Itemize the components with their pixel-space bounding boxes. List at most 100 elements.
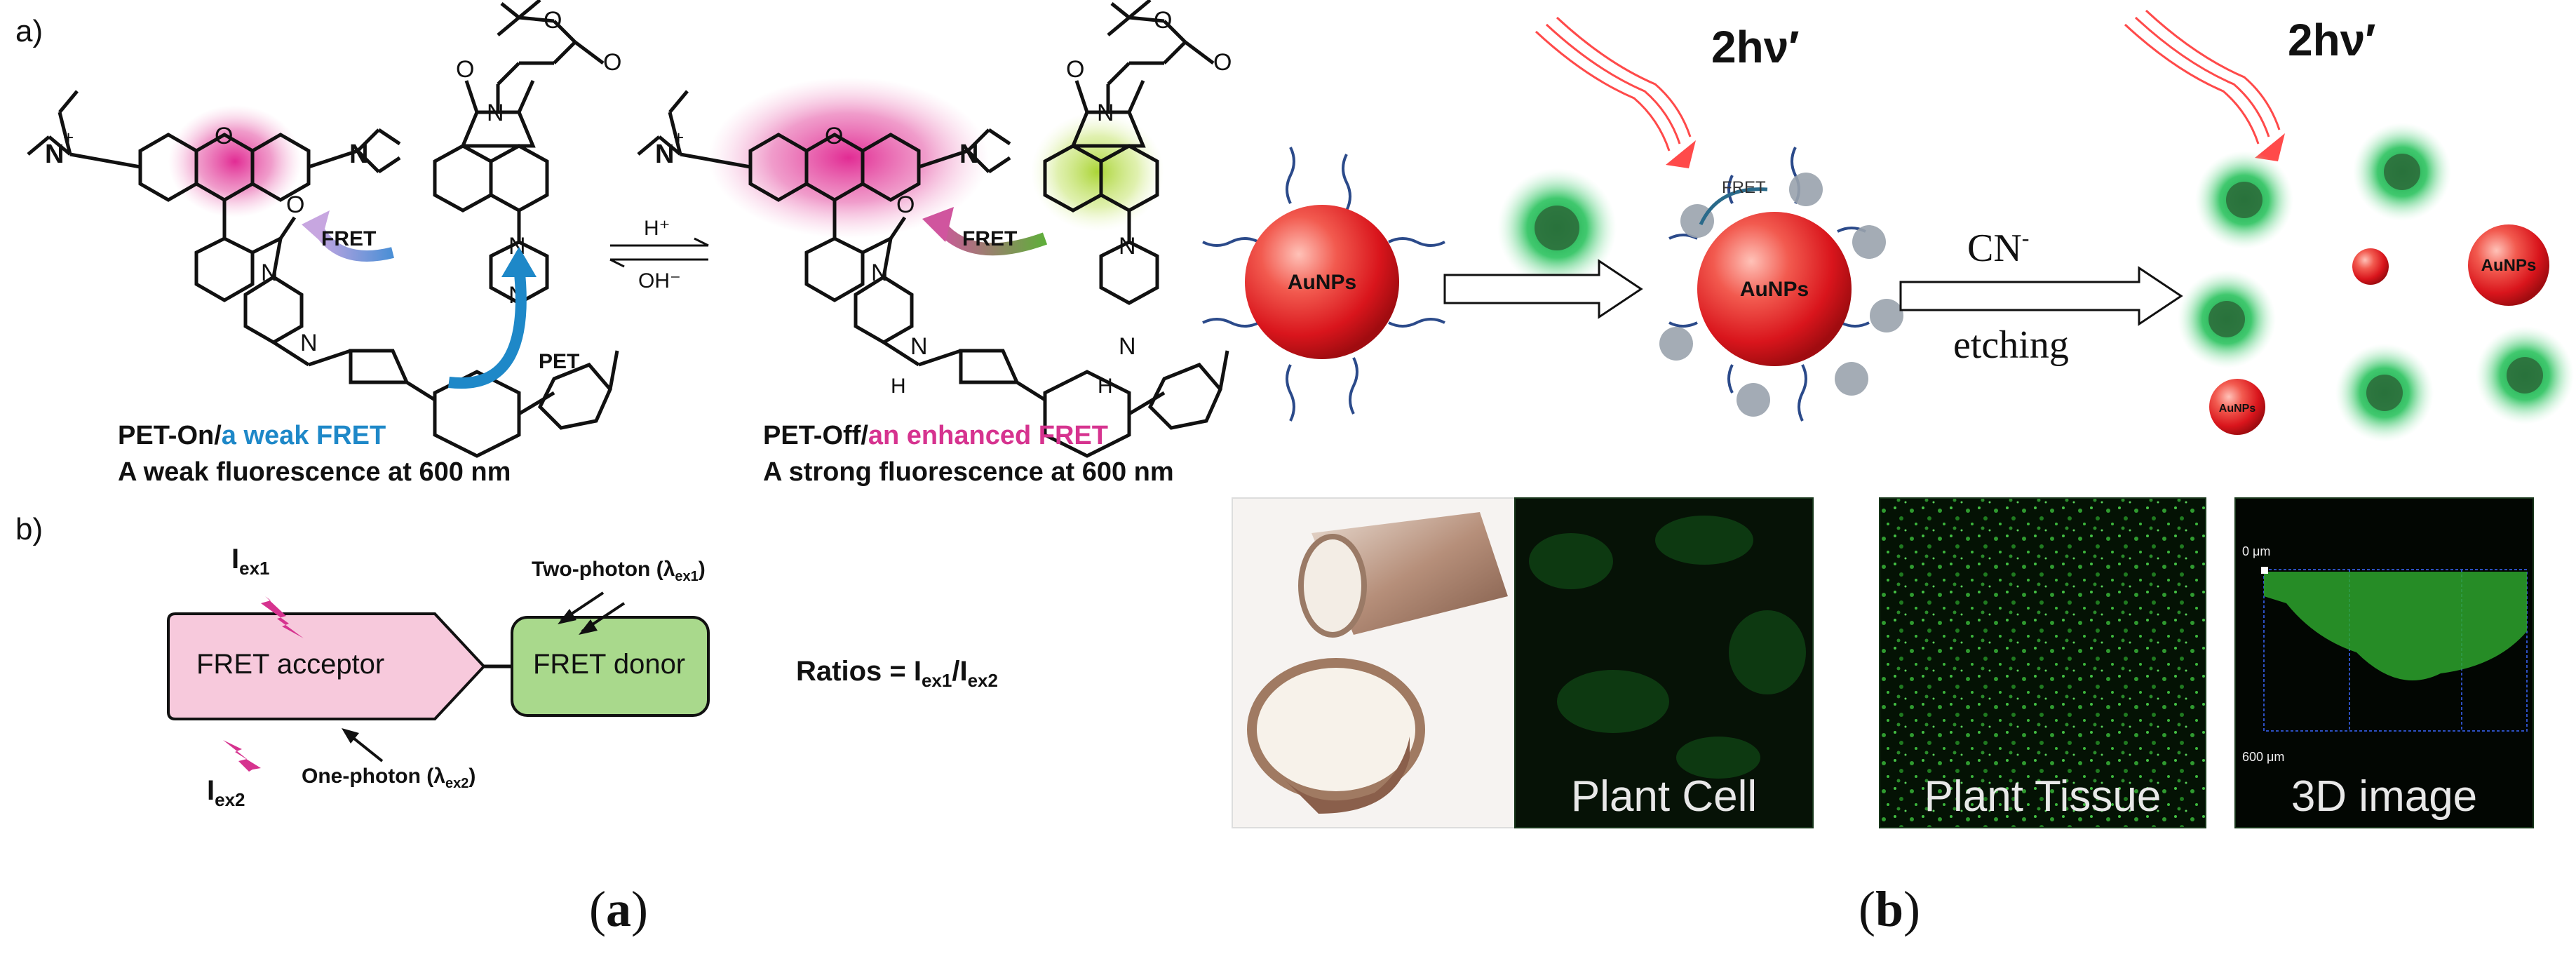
one-photon-label: One-photon (λex2) (302, 765, 476, 791)
left-caption-prefix: PET-On/ (118, 421, 222, 450)
left-caption-highlight: a weak FRET (221, 421, 386, 450)
aunp-small-1 (2352, 248, 2389, 285)
n-right-left: N (349, 140, 368, 169)
n-plus-left: N (45, 140, 64, 169)
n-plus-sign-right: + (673, 127, 684, 148)
rhodamine-right-structure (637, 0, 1229, 458)
o-ester2-left: O (544, 7, 562, 34)
n-pip1-left: N (261, 260, 278, 286)
naphthalimide-left-structure (433, 0, 605, 305)
cassava-photo (1247, 512, 1508, 814)
o-imide-top-right: O (1066, 56, 1084, 83)
lightning-top-icon (261, 596, 304, 638)
n-imide-left: N (487, 100, 504, 126)
n-pip1-right: N (871, 260, 889, 286)
panel-b-caption: (b) (1859, 881, 1921, 937)
aunp-small-2-label: AuNPs (2481, 256, 2537, 275)
two-photon-head1 (558, 609, 576, 624)
right-caption-prefix: PET-Off/ (763, 421, 868, 450)
light-ray-right-icon (2124, 9, 2281, 145)
n-imide-right: N (1097, 100, 1114, 126)
pet-arrow (448, 266, 527, 389)
o-ester-left: O (603, 49, 621, 76)
qd-cores (2209, 154, 2543, 411)
hv-left-label: 2hν′ (1711, 22, 1800, 72)
fret-arrowhead-right (922, 207, 954, 242)
o-carbonyl-right: O (896, 191, 915, 218)
aunp-small-2 (2468, 224, 2549, 306)
light-ray-left-head (1666, 140, 1696, 168)
rhodamine-left-structure (27, 90, 619, 458)
right-caption-line2: A strong fluorescence at 600 nm (763, 457, 1174, 487)
ligand-strands-left (1202, 147, 1445, 422)
hollow-arrow-1 (1443, 259, 1643, 319)
fret-donor-box (511, 616, 710, 717)
image-3d-caption: 3D image (2291, 772, 2478, 821)
two-photon-label: Two-photon (λex1) (532, 558, 706, 584)
iex1-label: Iex1 (231, 544, 270, 579)
o-xanthene-right: O (825, 123, 843, 149)
n-plus-sign-left: + (63, 127, 74, 148)
o-ester2-right: O (1154, 7, 1172, 34)
plant-tissue-caption: Plant Tissue (1924, 772, 2162, 821)
right-caption-highlight: an enhanced FRET (868, 421, 1108, 450)
fret-arrowhead-left (302, 210, 330, 242)
o-carbonyl-left: O (286, 191, 304, 218)
aunp-label-center: AuNPs (1740, 278, 1809, 301)
fret-small-label: FRET (1722, 178, 1766, 197)
fret-curve-arrow-center (1699, 187, 1768, 226)
aunp-small-3-label: AuNPs (2219, 403, 2256, 415)
fret-label-left: FRET (321, 227, 376, 250)
ratio-formula: Ratios = Iex1/Iex2 (796, 656, 998, 691)
plant-tissue-image (1879, 497, 2206, 828)
etching-label: etching (1953, 323, 2069, 367)
n-right-right: N (959, 140, 978, 169)
h-plus-label: H⁺ (644, 217, 670, 240)
image-3d-marker (2261, 567, 2268, 574)
donor-label: FRET donor (533, 649, 686, 680)
acceptor-label: FRET acceptor (196, 649, 385, 680)
nh-plus-pip2-right: N (910, 333, 928, 360)
cn-label: CN- (1967, 225, 2029, 270)
scale-top-label: 0 μm (2242, 544, 2270, 558)
fret-label-right: FRET (962, 227, 1017, 250)
qd-clusters-center (1659, 173, 1903, 417)
hollow-arrow-2 (1899, 266, 2183, 326)
magenta-glow-left (168, 105, 302, 217)
fret-acceptor-box (167, 612, 486, 720)
aunp-small-3 (2209, 379, 2265, 435)
h-pip2-right: H (891, 375, 906, 398)
scale-bottom-label: 600 μm (2242, 750, 2284, 764)
image-3d-box (2263, 569, 2528, 732)
lime-glow-right (1031, 112, 1164, 231)
o-ester-right: O (1213, 49, 1232, 76)
one-photon-head (342, 728, 359, 744)
right-caption-line1: PET-Off/an enhanced FRET (763, 421, 1108, 451)
plant-cell-blobs (1529, 516, 1806, 779)
n-pip3-right: N (1119, 233, 1136, 260)
nh-plus-pip4-right: N (1119, 333, 1136, 360)
left-caption-line1: PET-On/a weak FRET (118, 421, 386, 451)
left-caption-line2: A weak fluorescence at 600 nm (118, 457, 511, 487)
n-pip2-left: N (300, 330, 318, 356)
panel-a-caption: (a) (589, 881, 648, 937)
plant-cell-caption: Plant Cell (1570, 772, 1758, 821)
aunp-label-left: AuNPs (1288, 271, 1356, 294)
part-a-label: a) (15, 14, 43, 48)
two-photon-head2 (579, 619, 598, 635)
pet-label: PET (539, 350, 579, 373)
part-b-label: b) (15, 512, 43, 546)
o-imide-top-left: O (456, 56, 474, 83)
image-3d-green-volume (2264, 572, 2527, 680)
equilibrium-arrows (609, 237, 709, 268)
iex2-label: Iex2 (207, 775, 245, 810)
lightning-bottom-icon (223, 740, 261, 772)
oh-minus-label: OH⁻ (638, 269, 681, 293)
pet-arrowhead (501, 247, 537, 277)
light-ray-left-icon (1535, 16, 1692, 152)
aunp-large-left (1245, 205, 1399, 359)
o-xanthene-left: O (215, 123, 233, 149)
qd-core-1 (1535, 206, 1579, 250)
